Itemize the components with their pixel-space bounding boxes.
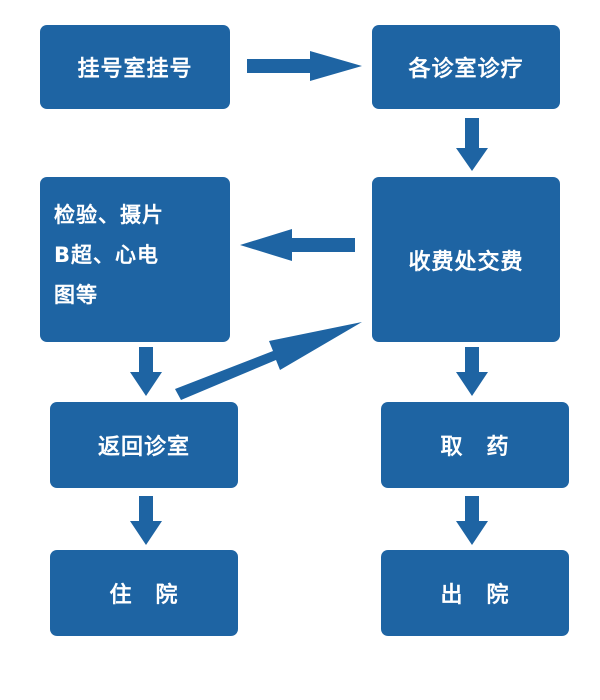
arrow-register-to-consult: [247, 51, 362, 81]
step-return-clinic: 返回诊室: [50, 402, 238, 488]
arrow-payment-to-tests: [240, 229, 355, 261]
step-register: 挂号室挂号: [40, 25, 230, 109]
step-pharmacy: 取 药: [381, 402, 569, 488]
step-consult: 各诊室诊疗: [372, 25, 560, 109]
arrow-pharmacy-to-discharge: [456, 496, 488, 545]
step-tests: 检验、摄片 B超、心电 图等: [40, 177, 230, 342]
step-payment: 收费处交费: [372, 177, 560, 342]
arrow-return-to-hospitalize: [130, 496, 162, 545]
arrow-tests-to-return: [130, 347, 162, 396]
step-hospitalize: 住 院: [50, 550, 238, 636]
arrow-consult-to-payment: [456, 118, 488, 171]
arrow-payment-to-pharmacy: [456, 347, 488, 396]
step-discharge: 出 院: [381, 550, 569, 636]
